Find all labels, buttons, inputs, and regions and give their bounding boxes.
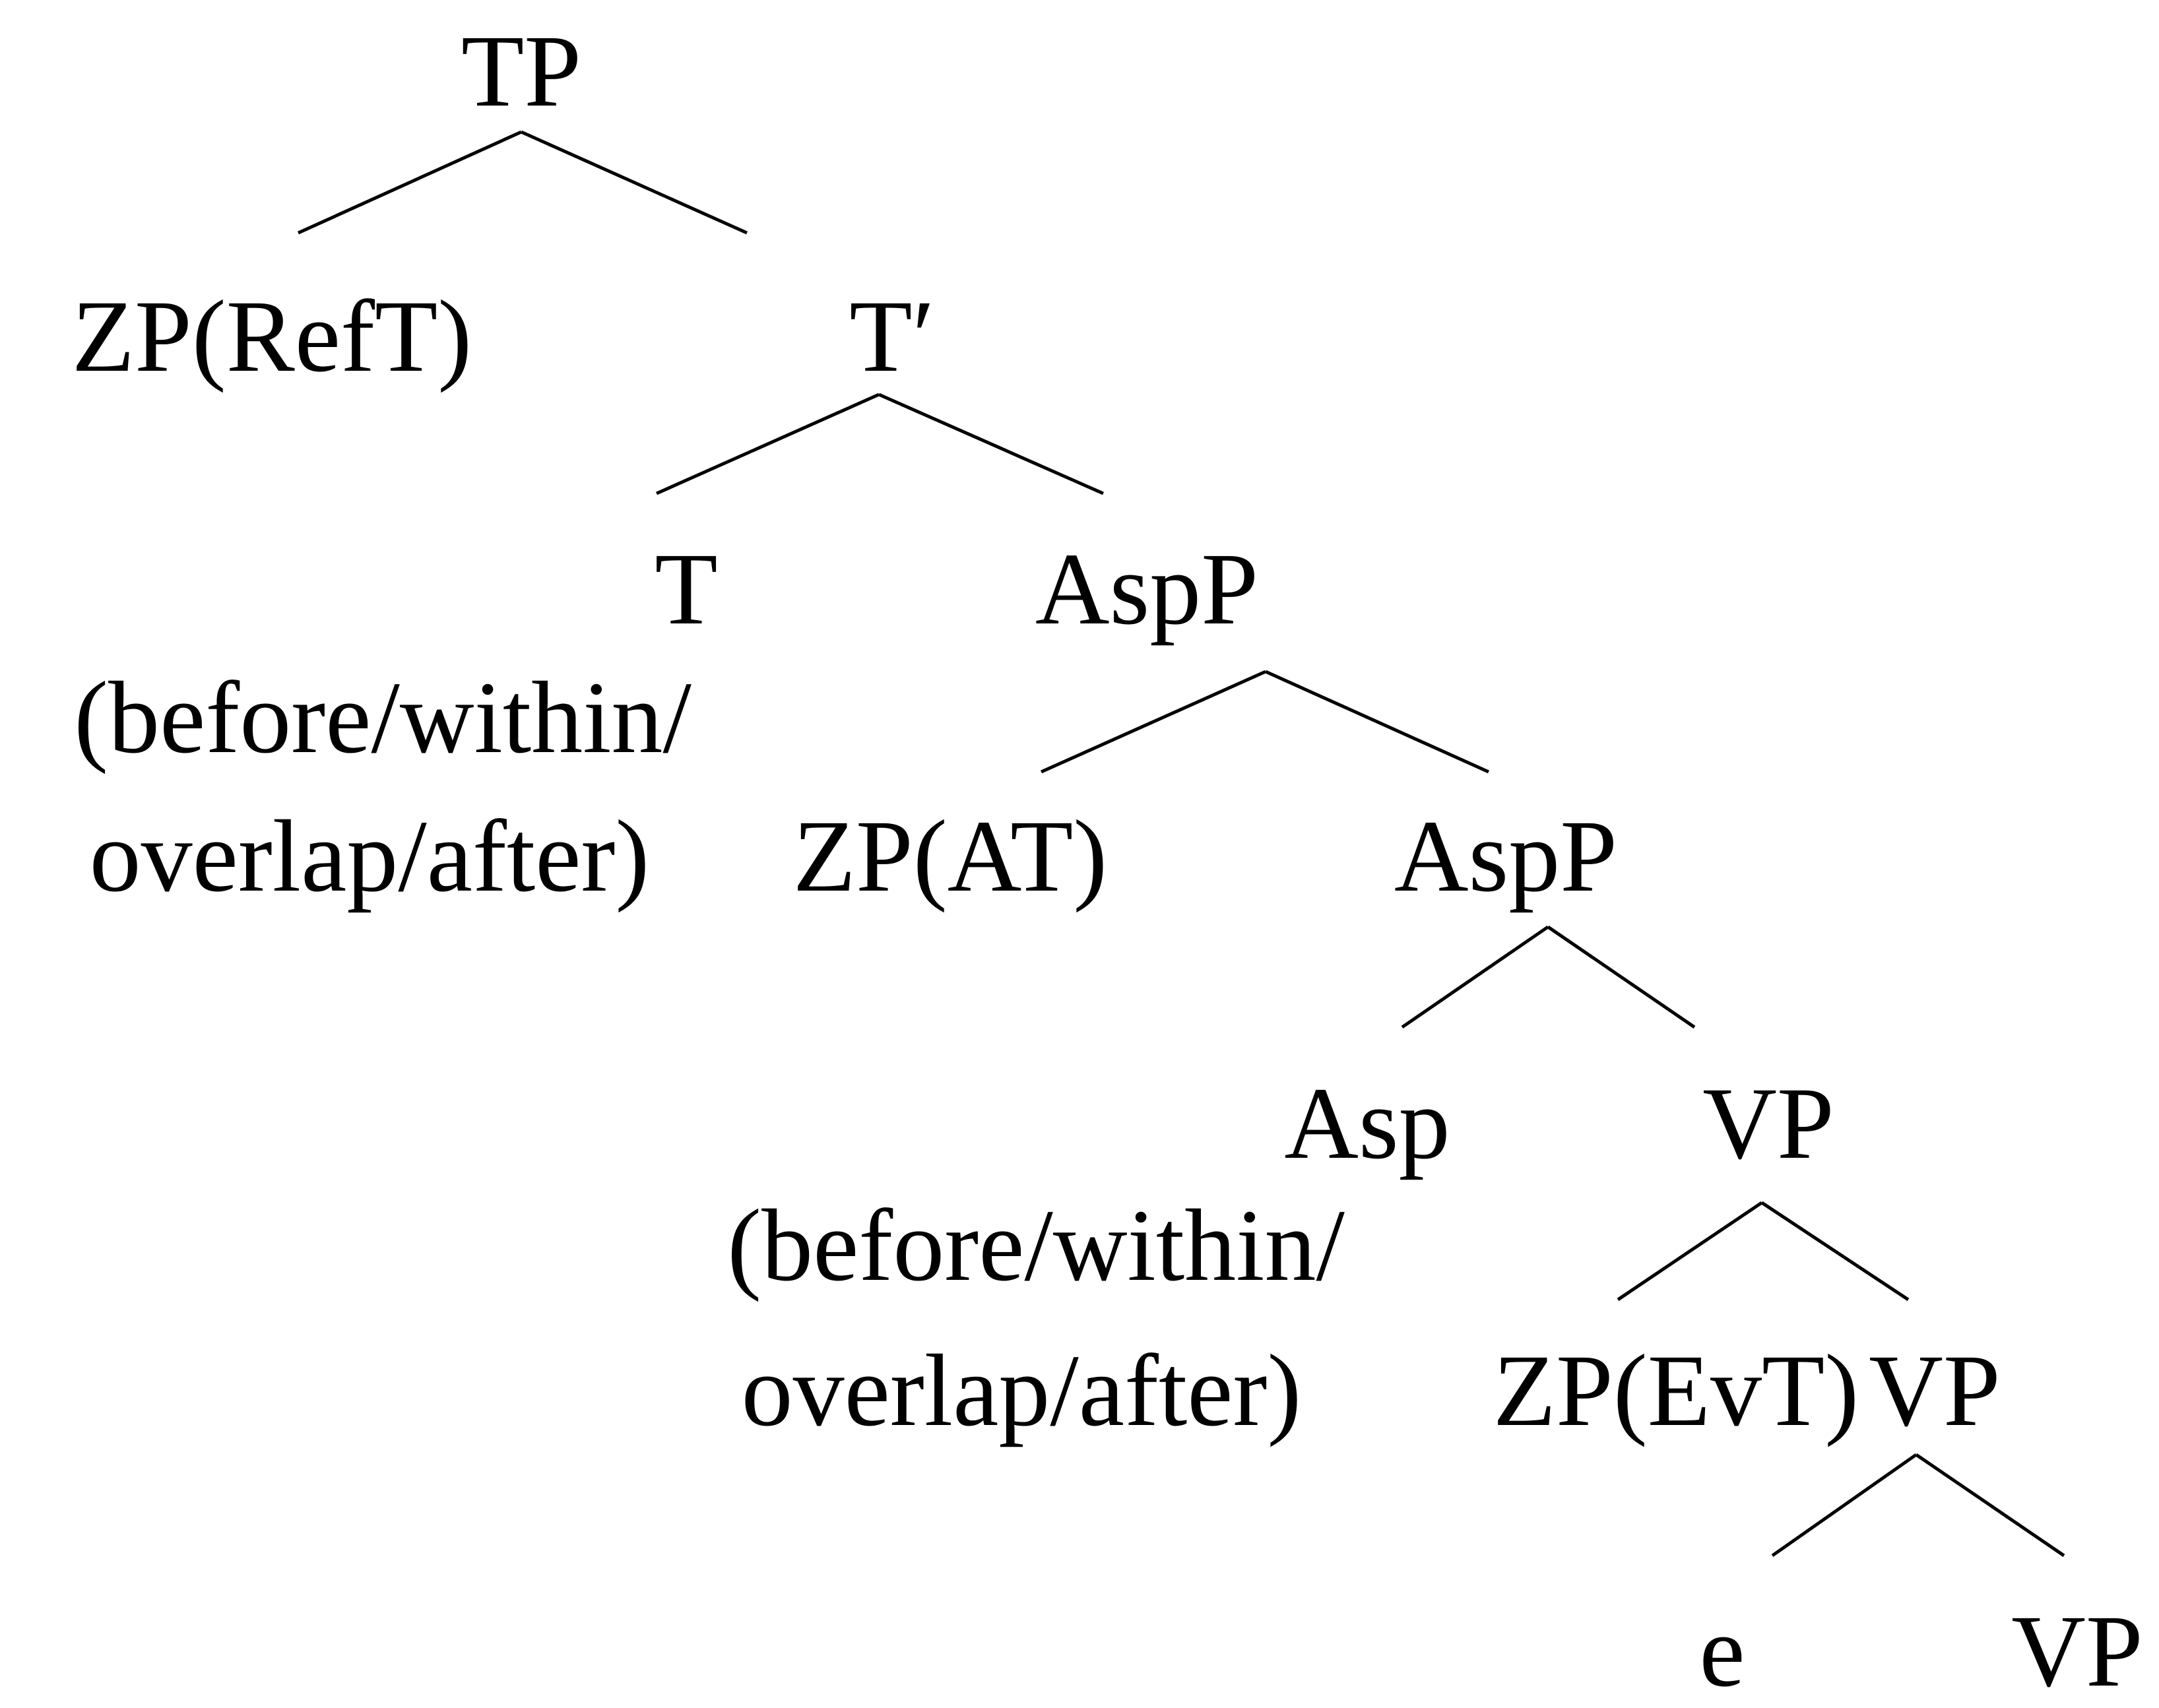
branch-vp-middle-e (1771, 1453, 1917, 1558)
node-tp: TP (461, 14, 581, 128)
branch-t-bar-aspp-upper (878, 393, 1105, 495)
branch-t-bar-t-head (655, 393, 880, 495)
node-vp-upper: VP (1702, 1066, 1834, 1180)
node-zp-at: ZP(AT) (793, 799, 1108, 913)
branch-vp-upper-zp-evt (1617, 1201, 1763, 1302)
node-t-feature-line2: overlap/after) (90, 799, 650, 913)
node-e-element: e (1699, 1594, 1745, 1708)
node-vp-lower: VP (2011, 1594, 2143, 1708)
branch-aspp-upper-aspp-lower (1264, 670, 1490, 774)
branch-tp-zp-reft (297, 130, 523, 235)
node-asp-head: Asp (1284, 1066, 1450, 1180)
node-t-bar: T′ (849, 279, 934, 393)
node-t-head: T (655, 532, 717, 646)
node-aspp-lower: AspP (1394, 799, 1617, 913)
node-vp-middle: VP (1869, 1333, 2000, 1447)
node-asp-feature-line1: (before/within/ (727, 1188, 1345, 1302)
branch-aspp-lower-vp-upper (1547, 925, 1696, 1029)
node-t-feature-line1: (before/within/ (74, 660, 692, 775)
branch-vp-middle-vp-lower (1915, 1453, 2065, 1558)
node-zp-reft: ZP(RefT) (72, 279, 472, 393)
node-aspp-upper: AspP (1035, 532, 1258, 646)
branch-aspp-upper-zp-at (1040, 670, 1267, 774)
branch-aspp-lower-asp-head (1401, 925, 1549, 1029)
node-asp-feature-line2: overlap/after) (742, 1333, 1302, 1447)
branch-tp-t-bar (520, 130, 748, 235)
node-zp-evt: ZP(EvT) (1493, 1333, 1859, 1447)
branch-vp-upper-vp-middle (1760, 1201, 1910, 1302)
